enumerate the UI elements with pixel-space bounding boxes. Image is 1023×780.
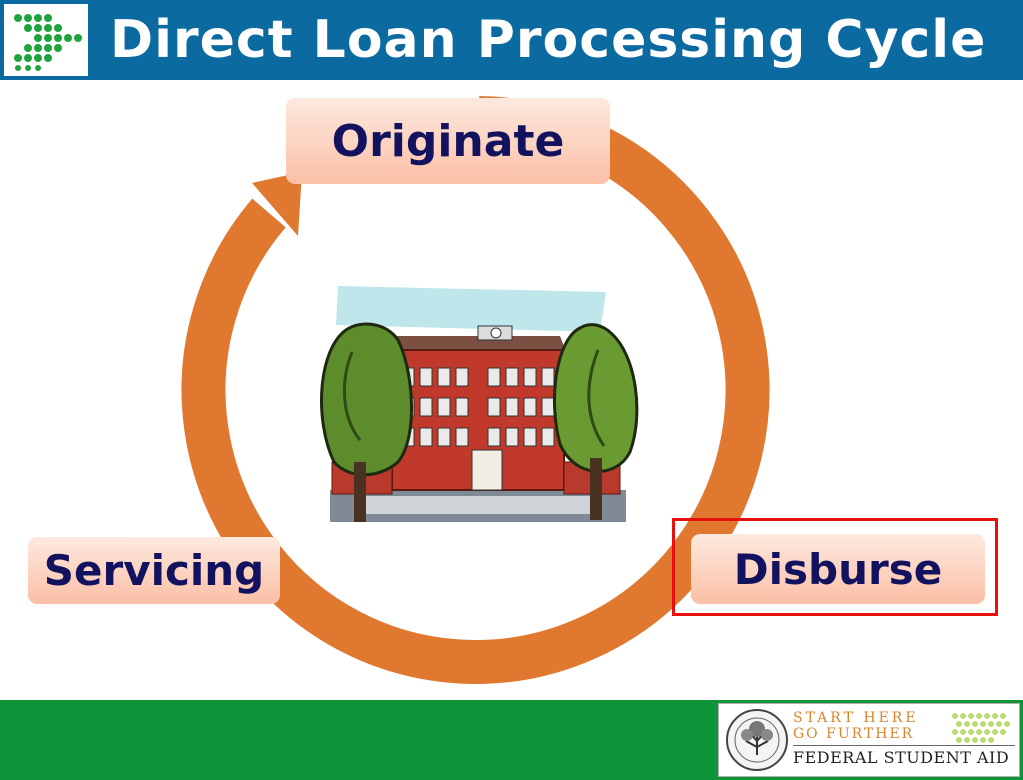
cycle-node-disburse: Disburse <box>691 534 985 604</box>
fsa-dots-icon <box>952 713 1010 743</box>
dots-logo <box>4 4 88 76</box>
node-label-servicing: Servicing <box>43 546 265 595</box>
page-title: Direct Loan Processing Cycle <box>110 10 987 70</box>
org-name: FEDERAL STUDENT AID <box>793 748 1010 767</box>
node-label-disburse: Disburse <box>733 544 943 594</box>
school-building-illustration <box>320 286 639 522</box>
cycle-node-servicing: Servicing <box>28 537 280 604</box>
fsa-divider <box>793 745 1015 746</box>
cycle-node-originate: Originate <box>286 98 610 184</box>
disburse-highlight-box <box>672 518 998 616</box>
fsa-logo: START HERE GO FURTHER FEDERAL STUDENT AI… <box>718 703 1020 777</box>
cycle-arrowhead <box>252 172 302 236</box>
slogan-line-1: START HERE <box>793 710 919 726</box>
slogan-line-2: GO FURTHER <box>793 726 915 742</box>
header-bar: Direct Loan Processing Cycle <box>0 0 1023 80</box>
dots-logo-icon <box>14 14 82 71</box>
department-seal-icon <box>726 709 788 771</box>
cycle-ring <box>181 96 770 684</box>
node-label-originate: Originate <box>331 115 565 167</box>
